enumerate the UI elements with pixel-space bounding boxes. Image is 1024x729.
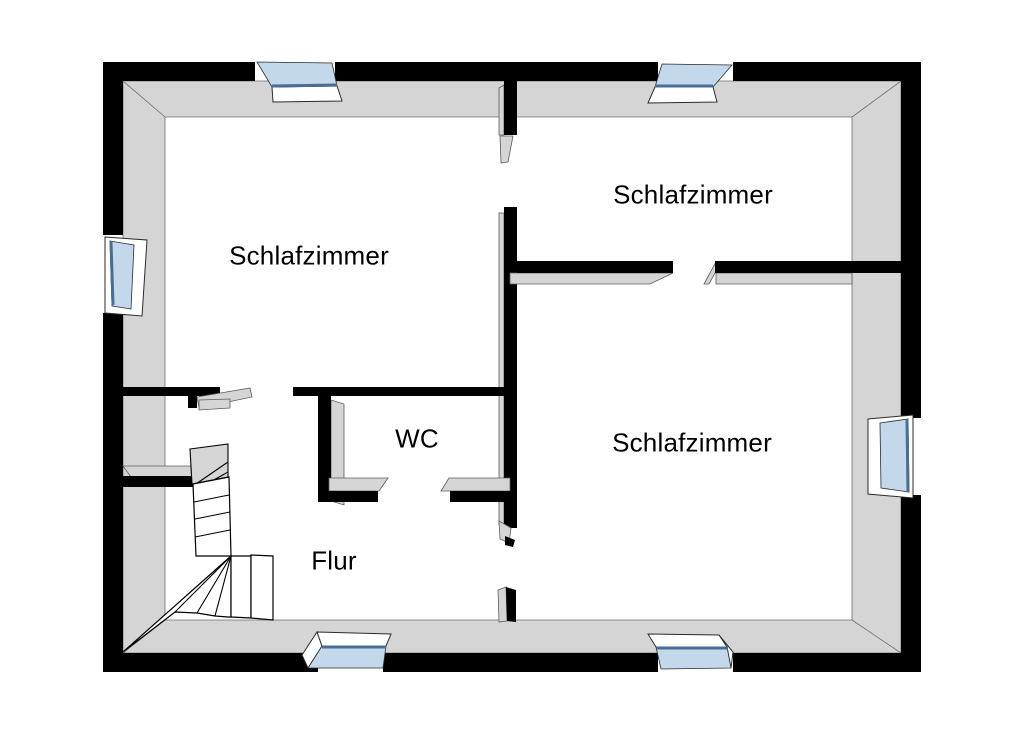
window-bottom-center-icon — [647, 633, 734, 670]
room-label-bedroom-bottom-right: Schlafzimmer — [612, 427, 772, 458]
central-wall-end-cap — [499, 135, 514, 164]
top-wall-segment — [103, 62, 255, 81]
stair-step — [250, 554, 274, 621]
central-wall-top — [504, 78, 517, 135]
right-wall-segment — [901, 62, 921, 418]
door-post-face — [497, 586, 508, 623]
window-right-icon — [867, 414, 914, 499]
wc-south-wall-right — [450, 491, 517, 502]
wc-wall-face — [440, 477, 511, 492]
top-wall-segment — [335, 62, 658, 81]
window-top-left-icon — [256, 61, 343, 103]
stair-wall-stub — [107, 476, 193, 487]
central-wall-tip — [505, 536, 515, 547]
staircase — [122, 443, 274, 653]
right-wall-segment — [901, 495, 921, 672]
left-wall-segment — [103, 313, 123, 672]
room-label-hallway: Flur — [311, 545, 357, 576]
left-wall-segment — [103, 62, 123, 235]
room-label-bedroom-top-right: Schlafzimmer — [613, 179, 773, 210]
room-label-wc: WC — [395, 423, 439, 454]
door-leaf — [198, 398, 231, 411]
hall-wall-stub — [107, 387, 220, 396]
stair-wall-face — [122, 465, 193, 478]
bedroom-divider-right — [715, 261, 901, 273]
bedroom-divider-left — [517, 261, 673, 273]
window-left-icon — [104, 236, 148, 317]
windows — [104, 61, 914, 670]
door-post — [188, 396, 197, 408]
central-wall-face — [498, 84, 505, 136]
central-wall-middle — [504, 207, 517, 528]
door-post — [506, 587, 516, 622]
window-top-right-icon — [647, 63, 733, 104]
bottom-wall-segment — [103, 653, 318, 672]
stair-steps — [192, 476, 232, 557]
bottom-wall-segment — [383, 653, 658, 672]
wc-north-wall — [293, 387, 517, 396]
bedroom-wall-face — [509, 272, 674, 285]
window-bottom-left-icon — [301, 630, 392, 670]
interior-walls — [107, 78, 901, 623]
room-label-bedroom-left: Schlafzimmer — [229, 240, 389, 271]
top-wall-segment — [733, 62, 921, 81]
bedroom-wall-face — [715, 272, 853, 285]
bottom-wall-segment — [733, 653, 921, 672]
wc-west-wall — [318, 396, 331, 501]
stair-step — [230, 555, 252, 619]
wc-south-wall-left — [318, 491, 378, 502]
outer-walls — [103, 62, 921, 672]
wc-wall-face — [328, 477, 389, 492]
